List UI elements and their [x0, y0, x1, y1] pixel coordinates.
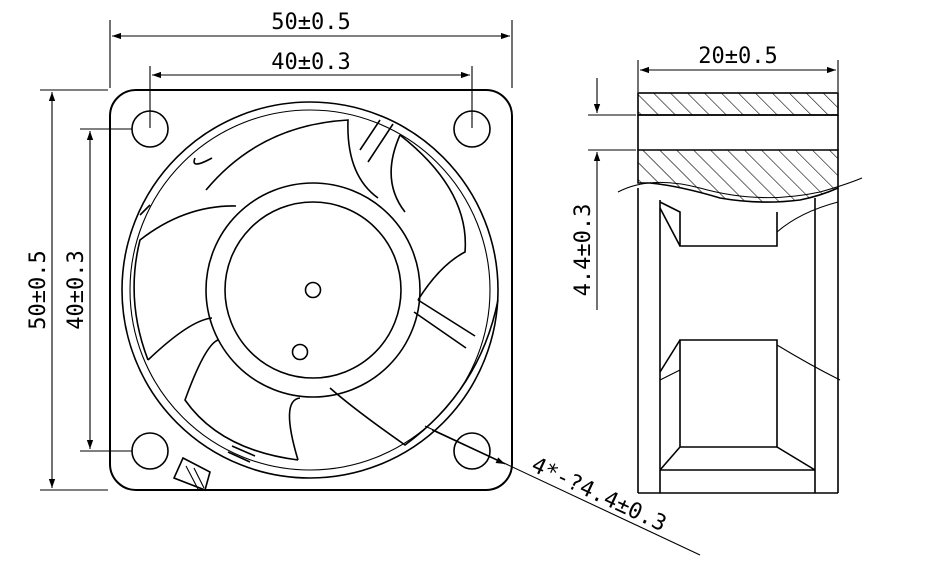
- side-hub-profile: [679, 339, 778, 448]
- side-flange-top: [637, 92, 839, 116]
- fan-blade: [329, 299, 499, 446]
- fan-shroud: [121, 101, 499, 479]
- fan-blade: [390, 134, 406, 213]
- mounting-hole-br: [453, 432, 491, 470]
- dim-front-width-inner: 40±0.3: [271, 50, 350, 75]
- fan-blade: [193, 157, 213, 165]
- dim-front-width-outer: 50±0.5: [271, 10, 350, 35]
- fan-hub: [224, 201, 402, 379]
- fan-blade: [133, 205, 237, 361]
- fan-blades: [133, 119, 499, 461]
- cable-tab: [172, 456, 211, 492]
- fan-blade: [399, 134, 467, 301]
- mounting-hole-bl: [131, 432, 169, 470]
- dim-front-height-inner: 40±0.3: [64, 250, 89, 329]
- dim-side-depth: 20±0.5: [698, 44, 777, 69]
- dim-front-height-outer: 50±0.5: [26, 250, 51, 329]
- fan-blade: [147, 317, 213, 361]
- fan-blade: [184, 339, 299, 461]
- hub-small-hole: [291, 343, 309, 361]
- fan-frame: [109, 89, 513, 491]
- dim-mounting-holes: 4*-?4.4±0.3: [527, 453, 670, 537]
- fan-shroud-inner: [129, 109, 491, 471]
- fan-blade: [288, 397, 301, 461]
- dim-side-flange: 4.4±0.3: [571, 204, 596, 297]
- hub-center-hole: [304, 281, 322, 299]
- side-dimensions: 20±0.5 4.4±0.3: [571, 44, 839, 310]
- fan-struts: [139, 119, 476, 463]
- side-view: [617, 92, 863, 494]
- side-flange-hatched: [637, 149, 839, 203]
- fan-blade: [205, 119, 379, 199]
- fan-hub-outer: [205, 182, 421, 398]
- side-blade-upper: [659, 201, 778, 247]
- front-view: [109, 89, 513, 492]
